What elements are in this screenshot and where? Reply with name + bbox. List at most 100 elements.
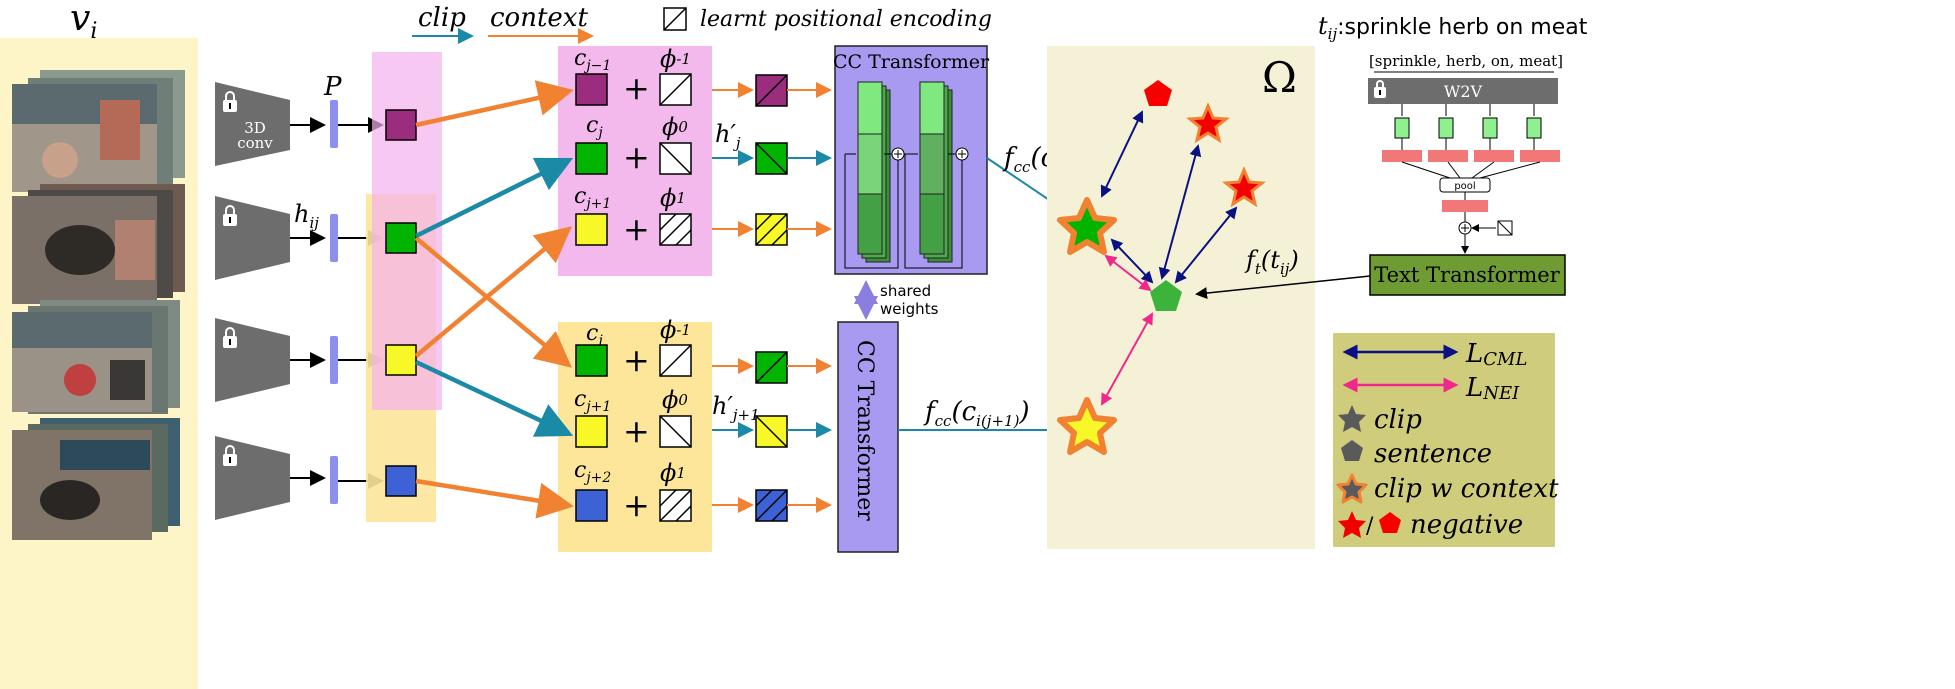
legend-box (1333, 333, 1555, 547)
sentence-embedding (1442, 200, 1488, 212)
lower-out-square-1 (755, 351, 788, 384)
feature-label: hij (294, 200, 319, 232)
cc-transformer-bottom (837, 321, 899, 553)
upper-out-square-2 (755, 142, 788, 175)
ft-arrow (1195, 275, 1371, 300)
transformer-layer-stack-2 (919, 81, 953, 263)
legend-clip-context-text: clip w context (1374, 474, 1559, 504)
upper-c-square-2 (575, 142, 608, 175)
lower-c-label-1: cj (586, 321, 603, 349)
ft-label: ft(tij) (1244, 246, 1299, 278)
upper-hprime-label: h′j (715, 120, 741, 152)
legend-sentence-text: sentence (1374, 439, 1492, 469)
feature-square-2 (385, 222, 417, 254)
lower-phi-label-2: ϕ0 (662, 386, 688, 414)
lower-plus-1: + (623, 341, 650, 379)
legend-pos-enc-label: learnt positional encoding (700, 7, 992, 32)
video-frame-1 (12, 70, 185, 192)
upper-phi-square-3 (659, 213, 692, 246)
video-frame-3 (12, 300, 180, 414)
upper-c-label-2: cj (586, 113, 603, 141)
negative-pentagon-icon (1144, 80, 1172, 106)
legend-pos-enc-diag (663, 7, 687, 31)
conv-encoder-2 (215, 196, 290, 280)
legend-lcml-label: LCML (1465, 339, 1527, 370)
video-frame-2 (12, 184, 185, 304)
lower-plus-3: + (623, 486, 650, 524)
legend-sentence-pentagon-icon (1341, 440, 1363, 461)
lower-phi-square-1 (659, 344, 692, 377)
legend-negative-slash: / (1366, 514, 1374, 539)
pool-connectors (1401, 161, 1541, 179)
upper-plus-3: + (623, 210, 650, 248)
feature-square-3 (385, 344, 417, 376)
upper-c-label-3: cj+1 (574, 184, 611, 212)
lower-out-square-2 (755, 415, 788, 448)
lower-c-label-3: cj+2 (574, 458, 611, 486)
lower-phi-label-1: ϕ-1 (660, 316, 691, 344)
negative-star-icon-1 (1186, 102, 1230, 144)
lock-icon (1374, 80, 1386, 98)
conv-encoder-4 (215, 436, 290, 520)
upper-out-square-1 (755, 74, 788, 107)
lock-icon (223, 327, 237, 348)
lower-c-label-2: cj+1 (574, 387, 611, 415)
pool-label: pool (1454, 181, 1475, 192)
feature-square-1 (385, 109, 417, 141)
video-frame-4 (12, 418, 180, 540)
text-transformer (1369, 254, 1566, 296)
legend-clip-text: clip (1374, 405, 1422, 435)
upper-plus-2: + (623, 138, 650, 176)
embedding-space (1047, 46, 1315, 549)
upper-phi-square-2 (659, 142, 692, 175)
conv-encoder-3 (215, 318, 290, 402)
upper-phi-label-1: ϕ-1 (660, 45, 691, 73)
upper-to-transformer-arrows (787, 82, 832, 237)
context-arrows (414, 80, 574, 519)
shared-label: shared (880, 282, 931, 300)
projection-bars (330, 100, 338, 504)
video-label: vi (70, 0, 97, 44)
legend-clip-label: clip (418, 3, 466, 33)
conv-to-proj-arrows (290, 117, 326, 486)
lock-icon (223, 445, 237, 466)
text-transformer-label: Text Transformer (1374, 263, 1560, 287)
upper-out-square-3 (755, 213, 788, 246)
clip-context-star-yellow-icon (1057, 397, 1117, 455)
conv-encoder-1: 3D conv (215, 82, 290, 166)
lock-icon (223, 205, 237, 226)
w2v-block (1368, 78, 1558, 104)
residual-connections (844, 147, 969, 269)
upper-c-square-3 (575, 213, 608, 246)
feature-square-4 (385, 465, 417, 497)
cc-transformer-bottom-title: CC Transformer (852, 340, 877, 521)
upper-phi-label-3: ϕ1 (660, 184, 686, 212)
lower-c-square-3 (575, 489, 608, 522)
legend-negative-text: negative (1410, 510, 1523, 540)
lnei-arrows (1101, 254, 1153, 406)
upper-plus-1: + (623, 69, 650, 107)
upper-phi-label-2: ϕ0 (662, 113, 688, 141)
lower-c-square-2 (575, 415, 608, 448)
lower-phi-square-3 (659, 489, 692, 522)
omega-symbol: Ω (1262, 53, 1297, 102)
conv-label-line2: conv (237, 134, 273, 152)
fcc-bottom-label: fcc(ci(j+1)) (923, 397, 1030, 430)
lower-c-square-1 (575, 344, 608, 377)
tokens-label: [sprinkle, herb, on, meat] (1369, 52, 1563, 70)
word-vectors (1394, 104, 1542, 150)
lower-hprime-label: h′j+1 (712, 392, 760, 424)
upper-output-arrows (712, 82, 754, 237)
legend-context-label: context (490, 3, 588, 33)
transformer-layer-stack-1 (857, 81, 891, 263)
word-embeddings (1382, 150, 1560, 162)
clip-context-star-green-icon (1057, 197, 1117, 255)
sentence-label: tij:sprinkle herb on meat (1318, 12, 1588, 43)
conv-label-line1: 3D (244, 119, 266, 137)
sentence-pentagon-icon (1150, 280, 1182, 311)
lower-output-arrows (712, 358, 754, 513)
weights-label: weights (880, 300, 939, 318)
proj-label: P (323, 72, 342, 102)
lower-phi-label-3: ϕ1 (660, 459, 686, 487)
